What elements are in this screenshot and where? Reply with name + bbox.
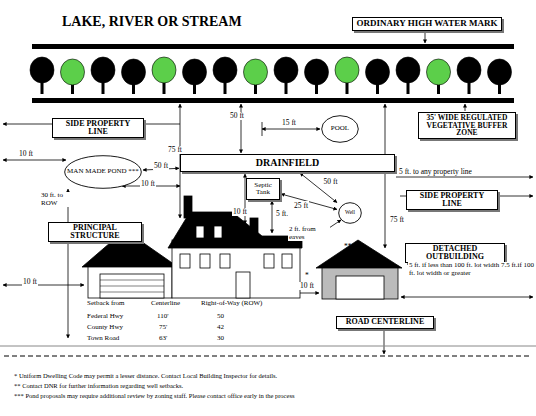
tree-crown [244, 59, 268, 85]
dimension: 2 ft. from eaves [288, 226, 330, 241]
tree-crown [122, 59, 146, 85]
dimension: 5 ft. [275, 210, 289, 218]
tree-crown [427, 59, 451, 85]
label-box: SIDE PROPERTY LINE [52, 118, 144, 138]
edge-label: 50 ft [153, 161, 169, 170]
dimension: 10 ft [140, 180, 156, 188]
table-cell: 30 [216, 335, 225, 343]
tree-crown [61, 59, 85, 85]
tree-crown [457, 57, 481, 83]
dimension: 5 ft. to any property line [398, 168, 473, 176]
outbuilding [316, 240, 402, 299]
table-cell: Right-of-Way (ROW) [200, 300, 263, 308]
edge-label: 25 ft [293, 201, 309, 210]
dimension: 30 ft. to ROW [40, 192, 76, 207]
dimension: 10 ft [22, 278, 38, 286]
node-text: ROAD CENTERLINE [346, 318, 424, 326]
node-text: Well [345, 210, 355, 216]
tree-crown [366, 59, 390, 85]
tree-crown [274, 57, 298, 83]
table-cell: 50 [216, 313, 225, 321]
well-circle: Well [338, 202, 362, 224]
label-box: SIDE PROPERTY LINE [406, 190, 498, 210]
tree-crown [91, 57, 115, 83]
footnote: ** Contact DNR for further information r… [14, 382, 183, 389]
node-text: PRINCIPAL STRUCTURE [52, 224, 138, 241]
table-cell: Setback from [86, 300, 126, 308]
label-box: ROAD CENTERLINE [336, 316, 434, 329]
label-box: PRINCIPAL STRUCTURE [48, 222, 142, 242]
buffer-line [32, 98, 514, 103]
dimension: 75 ft [167, 146, 183, 154]
label-box: 35' WIDE REGULATED VEGETATIVE BUFFER ZON… [418, 112, 516, 139]
node-text: SIDE PROPERTY LINE [56, 120, 140, 137]
node-text: POOL [331, 125, 349, 132]
label-box: DETACHED OUTBUILDING [405, 243, 505, 263]
footnote: * Uniform Dwelling Code may permit a les… [14, 372, 277, 379]
tree-crown [152, 57, 176, 83]
footnote-mark: * [305, 272, 309, 280]
high-water-line [32, 44, 514, 49]
table-cell: 110' [156, 313, 170, 321]
tree-crown [305, 59, 329, 85]
table-cell: 42 [216, 324, 225, 332]
tree-crown [30, 57, 54, 83]
table-cell: Federal Hwy [86, 313, 124, 321]
footnote-mark: ** [344, 243, 352, 251]
node-text: 35' WIDE REGULATED VEGETATIVE BUFFER ZON… [422, 114, 512, 138]
pool-circle: POOL [321, 115, 359, 143]
road-centerline [4, 356, 532, 357]
node-text: ORDINARY HIGH WATER MARK [357, 19, 498, 28]
tree-crown [335, 57, 359, 83]
node-text: DETACHED OUTBUILDING [409, 245, 501, 262]
septic-box: Septic Tank [246, 178, 280, 200]
dimension: 10 ft [232, 208, 248, 216]
table-cell: 75' [158, 324, 168, 332]
table-cell: Centerline [150, 300, 181, 308]
table-cell: Town Road [86, 335, 120, 343]
setback-arrow [281, 194, 337, 209]
edge-label: 50 ft [323, 177, 339, 186]
label-box: ORDINARY HIGH WATER MARK [352, 17, 502, 31]
dimension-lines [3, 32, 533, 354]
dimension: 50 ft [229, 112, 245, 120]
node-text: MAN MADE POND *** [67, 168, 139, 175]
tree-crown [396, 57, 420, 83]
pond-ellipse: MAN MADE POND *** [64, 155, 142, 189]
diagram-title: LAKE, RIVER OR STREAM [62, 14, 242, 30]
dimension: 75 ft [389, 216, 405, 224]
node-text: Septic Tank [250, 182, 276, 197]
node-text: SIDE PROPERTY LINE [410, 192, 494, 209]
tree-crown [183, 59, 207, 85]
node-text: DRAINFIELD [256, 158, 319, 169]
dimension: 10 ft [18, 150, 34, 158]
tree-crown [488, 59, 512, 85]
dimension: 5 ft. if less than 100 ft. lot width 7.5… [408, 262, 536, 277]
table-cell: County Hwy [86, 324, 124, 332]
footnote: *** Pond proposals may require additiona… [14, 392, 294, 399]
drainfield-box: DRAINFIELD [180, 154, 395, 172]
tree-crown [213, 57, 237, 83]
table-cell: 63' [158, 335, 168, 343]
dimension: 10 ft [299, 282, 315, 290]
dimension: 15 ft [281, 119, 297, 127]
principal-house [82, 196, 302, 298]
